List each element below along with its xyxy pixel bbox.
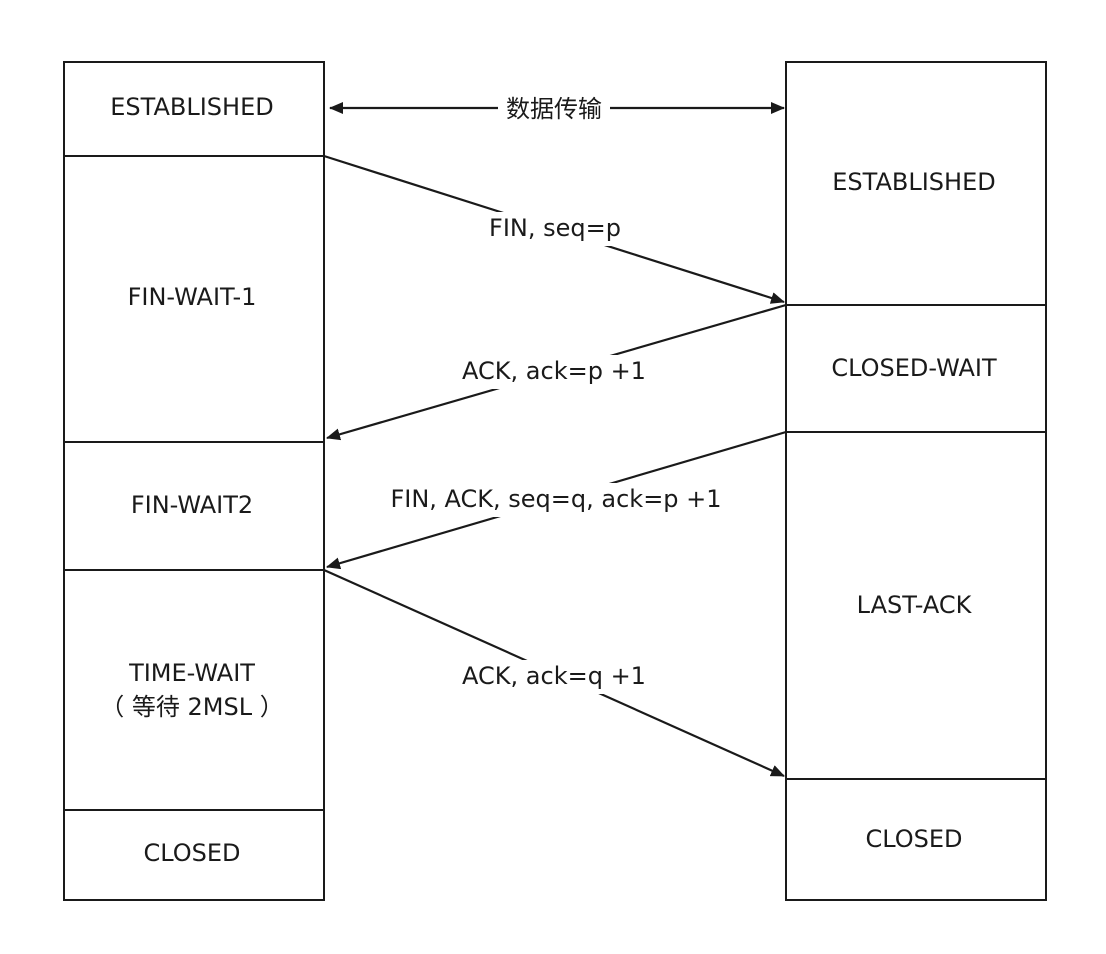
server-state-established-label: ESTABLISHED <box>832 168 995 196</box>
client-state-time-wait-sublabel: （ 等待 2MSL ） <box>100 693 283 721</box>
client-state-fin-wait-1-label: FIN-WAIT-1 <box>128 283 257 311</box>
client-state-closed-label: CLOSED <box>143 839 240 867</box>
fin-ack-label: FIN, ACK, seq=q, ack=p +1 <box>390 485 721 513</box>
message-ack-2: ACK, ack=q +1 <box>323 568 785 778</box>
fin-label: FIN, seq=p <box>489 214 621 242</box>
server-state-closed-wait-label: CLOSED-WAIT <box>831 354 997 382</box>
message-fin-ack: FIN, ACK, seq=q, ack=p +1 <box>326 430 787 570</box>
client-state-closed: CLOSED <box>63 809 325 901</box>
client-state-time-wait-label: TIME-WAIT <box>128 659 255 687</box>
server-state-last-ack: LAST-ACK <box>785 431 1047 780</box>
message-fin: FIN, seq=p <box>323 154 785 304</box>
data-transfer-label: 数据传输 <box>506 95 602 123</box>
ack-1-label: ACK, ack=p +1 <box>462 357 646 385</box>
client-state-established-label: ESTABLISHED <box>110 93 273 121</box>
message-data-transfer: 数据传输 <box>329 92 785 126</box>
client-state-fin-wait-1: FIN-WAIT-1 <box>63 155 325 443</box>
client-column: ESTABLISHED FIN-WAIT-1 FIN-WAIT2 TIME-WA… <box>63 61 325 901</box>
server-state-closed: CLOSED <box>785 778 1047 901</box>
message-ack-1: ACK, ack=p +1 <box>326 303 787 441</box>
server-state-last-ack-label: LAST-ACK <box>857 591 973 619</box>
ack-2-label: ACK, ack=q +1 <box>462 662 646 690</box>
server-state-closed-label: CLOSED <box>865 825 962 853</box>
client-state-established: ESTABLISHED <box>63 61 325 157</box>
client-state-fin-wait-2-label: FIN-WAIT2 <box>131 491 253 519</box>
server-state-closed-wait: CLOSED-WAIT <box>785 304 1047 433</box>
client-state-fin-wait-2: FIN-WAIT2 <box>63 441 325 571</box>
server-state-established: ESTABLISHED <box>785 61 1047 306</box>
client-state-time-wait: TIME-WAIT （ 等待 2MSL ） <box>63 569 325 811</box>
server-column: ESTABLISHED CLOSED-WAIT LAST-ACK CLOSED <box>785 61 1047 901</box>
